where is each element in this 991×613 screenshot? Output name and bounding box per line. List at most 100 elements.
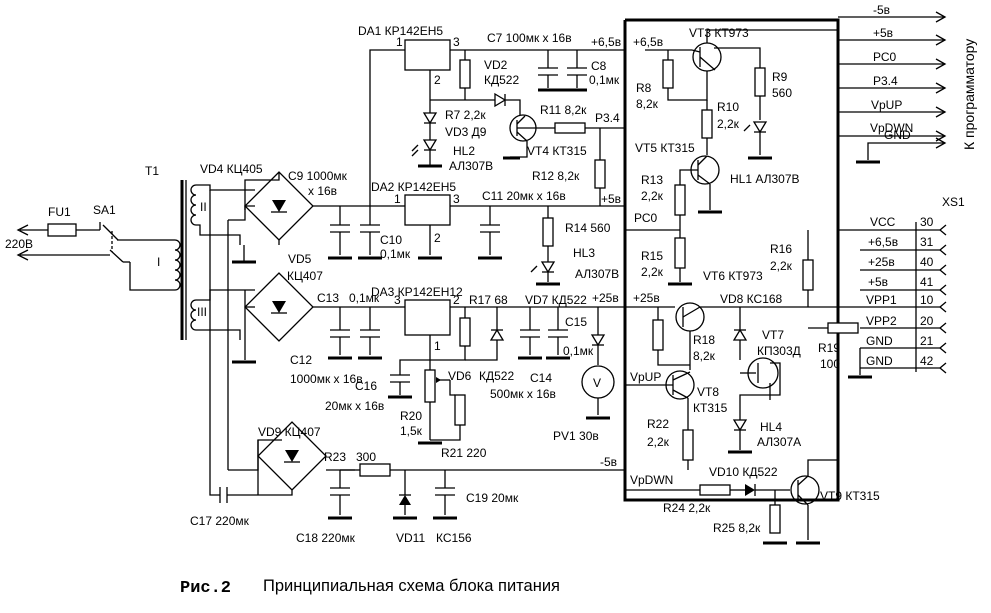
resistor-r20 xyxy=(424,369,455,440)
label-r15b: 2,2к xyxy=(641,265,664,279)
label-hl4b: АЛ307А xyxy=(757,435,801,449)
bus-line-1: -5в xyxy=(873,3,890,17)
label-vd5a: VD5 xyxy=(288,252,312,266)
capacitor-c8 xyxy=(567,50,587,88)
label-da2-pin3: 3 xyxy=(453,192,460,206)
label-vt7a: VT7 xyxy=(762,328,784,342)
regulator-da3 xyxy=(399,299,625,375)
transistor-vt7 xyxy=(739,357,781,420)
capacitor-c14 xyxy=(518,307,542,360)
xs1-num-6: 20 xyxy=(920,314,934,328)
xs1-num-4: 41 xyxy=(920,275,934,289)
label-c12a: С12 xyxy=(290,353,312,367)
resistor-r14 xyxy=(542,206,554,262)
label-hl3b: АЛ307В xyxy=(575,267,619,281)
diode-vd7 xyxy=(590,307,606,365)
label-da3: DA3 КР142ЕН12 xyxy=(371,285,463,299)
caption-prefix: Рис.2 xyxy=(180,579,231,598)
label-da2: DA2 КР142ЕН5 xyxy=(371,180,456,194)
transistor-vt9 xyxy=(790,459,838,545)
capacitor-c12 xyxy=(328,307,352,360)
label-hl2b: АЛ307В xyxy=(449,159,493,173)
resistor-r13 xyxy=(674,184,686,238)
label-da3-pin3: 3 xyxy=(394,293,401,307)
transformer-t1 xyxy=(174,180,255,496)
label-da1: DA1 КР142ЕН5 xyxy=(358,24,443,38)
label-r14: R14 560 xyxy=(565,221,611,235)
label-hl3a: HL3 xyxy=(573,246,595,260)
resistor-r12 xyxy=(594,128,606,206)
xs1-sig-3: +25в xyxy=(868,255,895,269)
label-r22a: R22 xyxy=(647,417,669,431)
label-vd6a: VD6 xyxy=(448,369,472,383)
capacitor-c16 xyxy=(388,374,412,399)
net-pc0: РС0 xyxy=(634,211,658,225)
xs1-sig-5: VPP1 xyxy=(866,293,897,307)
label-c14a: С14 xyxy=(530,371,552,385)
zener-vd8 xyxy=(732,307,748,360)
label-pv1: PV1 30в xyxy=(553,429,599,443)
label-c13v: 0,1мк xyxy=(349,291,380,305)
label-r23: R23 xyxy=(324,450,346,464)
label-r17: R17 68 xyxy=(469,293,508,307)
label-da3-pin1: 1 xyxy=(434,339,441,353)
label-fu1: FU1 xyxy=(48,205,71,219)
net-p65-left: +6,5в xyxy=(591,35,621,49)
xs1-sig-4: +5в xyxy=(868,275,888,289)
label-r24: R24 2,2к xyxy=(663,501,711,515)
resistor-r16 xyxy=(802,230,814,307)
bus-line-6b: VpDWN xyxy=(870,121,913,135)
xs1-sig-2: +6,5в xyxy=(868,235,898,249)
label-r16b: 2,2к xyxy=(770,259,793,273)
label-vt4: VT4 КТ315 xyxy=(527,144,587,158)
label-c18: С18 220мк xyxy=(296,531,356,545)
labels: 220В FU1 SA1 T1 II I III VD4 КЦ405 VD5 К… xyxy=(5,3,977,598)
resistor-r18 xyxy=(652,307,690,366)
label-vd2b: КД522 xyxy=(484,73,519,87)
label-vt8a: VT8 xyxy=(697,385,719,399)
label-c17: С17 220мк xyxy=(190,514,250,528)
label-hl2a: HL2 xyxy=(453,144,475,158)
led-hl3 xyxy=(530,261,560,286)
caption-text: Принципиальная схема блока питания xyxy=(263,577,560,595)
label-c12b: 1000мк х 16в xyxy=(290,372,363,386)
led-hl4 xyxy=(728,419,752,454)
label-da1-pin3: 3 xyxy=(453,35,460,49)
label-r10a: R10 xyxy=(717,100,739,114)
bus-line-2: +5в xyxy=(873,26,893,40)
resistor-r7 xyxy=(459,50,471,100)
label-c10a: С10 xyxy=(380,233,402,247)
label-vd11b: КС156 xyxy=(436,531,472,545)
transistor-vt4 xyxy=(503,114,555,160)
label-r19b: 100 xyxy=(820,357,840,371)
label-r25: R25 8,2к xyxy=(713,521,761,535)
label-winding-3: III xyxy=(197,305,207,319)
resistor-r25 xyxy=(763,490,787,545)
switch-sa1 xyxy=(99,222,175,291)
label-vt7b: КП303Д xyxy=(757,344,801,358)
resistor-r15 xyxy=(625,229,692,286)
label-vd6b: КД522 xyxy=(479,369,514,383)
label-c14b: 500мк х 16в xyxy=(490,387,556,401)
label-c9b: х 16в xyxy=(308,184,337,198)
label-da2-pin2: 2 xyxy=(434,231,441,245)
label-vt8b: КТ315 xyxy=(693,401,728,415)
label-r15a: R15 xyxy=(641,249,663,263)
xs1-sig-1: VCC xyxy=(870,215,896,229)
resistor-r22 xyxy=(682,429,694,470)
label-vd5b: КЦ407 xyxy=(287,269,323,283)
xs1-num-1: 30 xyxy=(920,215,934,229)
label-meter: V xyxy=(593,376,601,390)
label-winding-2: II xyxy=(200,200,207,214)
bridge-vd5 xyxy=(232,272,340,364)
label-r20b: 1,5к xyxy=(400,424,423,438)
net-vpdwn: VpDWN xyxy=(630,473,673,487)
label-vt9: VT9 КТ315 xyxy=(820,489,880,503)
net-vpup: VpUP xyxy=(630,370,661,384)
label-r19a: R19 xyxy=(818,341,840,355)
net-p25-left: +25в xyxy=(592,291,619,305)
led-hl2 xyxy=(411,139,442,168)
label-c9a: С9 1000мк xyxy=(288,169,348,183)
label-da1-pin1: 1 xyxy=(396,35,403,49)
label-t1: T1 xyxy=(145,164,159,178)
